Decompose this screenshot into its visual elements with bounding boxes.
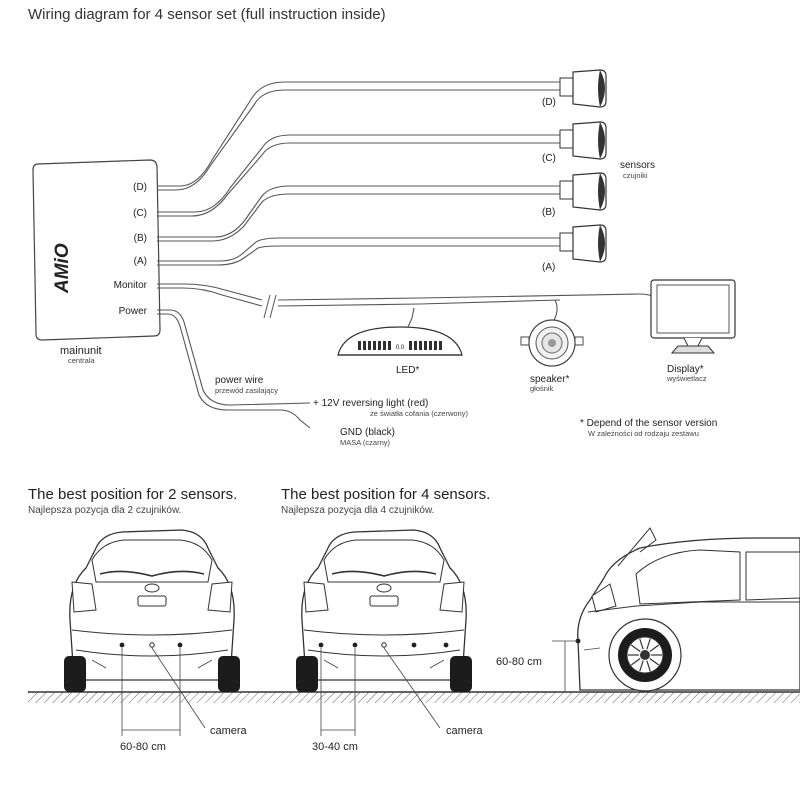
- speaker: speaker* głośnik: [520, 299, 584, 393]
- car-rear-2-sensors: [64, 529, 240, 692]
- led-segment: [414, 341, 417, 350]
- distance-4-sensors: 30-40 cm: [312, 741, 358, 753]
- port-label-c: (C): [133, 208, 147, 219]
- camera-label-4-sensors: camera: [446, 725, 484, 737]
- wheel-spoke: [649, 644, 660, 652]
- measure-2-sensors: 60-80 cm camera: [119, 642, 248, 753]
- sensor-tag-a: (A): [542, 262, 555, 273]
- display-label: Display*: [667, 364, 704, 375]
- version-note: * Depend of the sensor version: [580, 418, 717, 429]
- sensor-dot: [177, 642, 183, 648]
- height-distance: 60-80 cm: [496, 656, 542, 668]
- version-note-sub: W zależności od rodzaju zestawu: [588, 429, 699, 438]
- port-label-a: (A): [134, 256, 147, 267]
- camera-dot: [381, 642, 387, 648]
- port-label-monitor: Monitor: [114, 280, 148, 291]
- led-segment: [419, 341, 422, 350]
- sensor-tag-d: (D): [542, 97, 556, 108]
- sensors-label: sensors: [620, 160, 655, 171]
- main-unit-label-sub: centrala: [68, 356, 96, 365]
- power-plus-label-sub: ze światła cofania (czerwony): [370, 409, 468, 418]
- monitor-wire: [157, 283, 666, 319]
- led-label: LED*: [396, 365, 419, 376]
- led-display: 0.0 LED*: [337, 307, 463, 376]
- heading-2-sensors: The best position for 2 sensors.: [28, 486, 237, 503]
- heading-4-sensors: The best position for 4 sensors.: [281, 486, 490, 503]
- led-segment: [383, 341, 386, 350]
- sensor-dot: [411, 642, 417, 648]
- measure-4-sensors: 30-40 cm camera: [312, 642, 484, 753]
- power-gnd-label-sub: MASA (czarny): [340, 438, 391, 447]
- wheel-spoke: [630, 644, 641, 652]
- car-rear-4-sensors: [296, 529, 472, 692]
- led-bars-left: [358, 341, 391, 350]
- subheading-4-sensors: Najlepsza pozycja dla 4 czujników.: [281, 505, 434, 516]
- port-label-power: Power: [119, 306, 148, 317]
- wheel-spoke: [646, 638, 651, 650]
- led-readout: 0.0: [396, 345, 405, 351]
- sensor-wires: [157, 81, 560, 266]
- brand-logo: AMiO: [52, 243, 73, 294]
- sensor-dot: [443, 642, 449, 648]
- camera-label-2-sensors: camera: [210, 725, 248, 737]
- sensor-dot: [352, 642, 358, 648]
- main-unit-label: mainunit: [60, 345, 102, 357]
- led-segment: [358, 341, 361, 350]
- sensor-dot: [119, 642, 125, 648]
- sensor-c: [559, 121, 607, 160]
- wheel-spoke: [646, 660, 651, 672]
- display-monitor: Display* wyświetlacz: [650, 279, 736, 383]
- camera-dot: [149, 642, 155, 648]
- power-wire-label-sub: przewód zasilający: [215, 386, 278, 395]
- subheading-2-sensors: Najlepsza pozycja dla 2 czujników.: [28, 505, 181, 516]
- sensors: (D) (C) (B) (A) sensors czujniki: [542, 69, 655, 273]
- speaker-label-sub: głośnik: [530, 384, 554, 393]
- wheel-spoke: [639, 660, 644, 672]
- sensor-tag-b: (B): [542, 207, 555, 218]
- sensor-dot: [318, 642, 324, 648]
- sensor-d: [559, 69, 607, 108]
- sensors-label-sub: czujniki: [623, 171, 648, 180]
- led-segment: [368, 341, 371, 350]
- power-wire-label: power wire: [215, 375, 264, 386]
- ground: [28, 691, 800, 703]
- power-wire: power wire przewód zasilający + 12V reve…: [157, 309, 468, 447]
- power-gnd-label: GND (black): [340, 427, 395, 438]
- display-label-sub: wyświetlacz: [666, 374, 707, 383]
- sensor-tag-c: (C): [542, 153, 556, 164]
- led-segment: [424, 341, 427, 350]
- wheel-spoke: [639, 638, 644, 650]
- led-segment: [439, 341, 442, 350]
- distance-2-sensors: 60-80 cm: [120, 741, 166, 753]
- port-label-d: (D): [133, 182, 147, 193]
- power-plus-label: + 12V reversing light (red): [313, 398, 428, 409]
- port-label-b: (B): [134, 233, 147, 244]
- wheel-spoke: [649, 658, 660, 666]
- led-segment: [409, 341, 412, 350]
- led-segment: [373, 341, 376, 350]
- led-segment: [434, 341, 437, 350]
- car-side-view: [577, 527, 800, 692]
- led-segment: [378, 341, 381, 350]
- led-segment: [363, 341, 366, 350]
- sensor-a: [559, 224, 607, 263]
- sensor-b: [559, 172, 607, 211]
- speaker-label: speaker*: [530, 374, 570, 385]
- led-segment: [388, 341, 391, 350]
- wheel-spoke: [630, 658, 641, 666]
- diagram-title: Wiring diagram for 4 sensor set (full in…: [28, 6, 386, 23]
- measure-height: 60-80 cm: [496, 638, 581, 692]
- led-segment: [429, 341, 432, 350]
- main-unit: AMiO (D) (C) (B) (A) Monitor Power mainu…: [32, 159, 161, 365]
- led-bars-right: [409, 341, 442, 350]
